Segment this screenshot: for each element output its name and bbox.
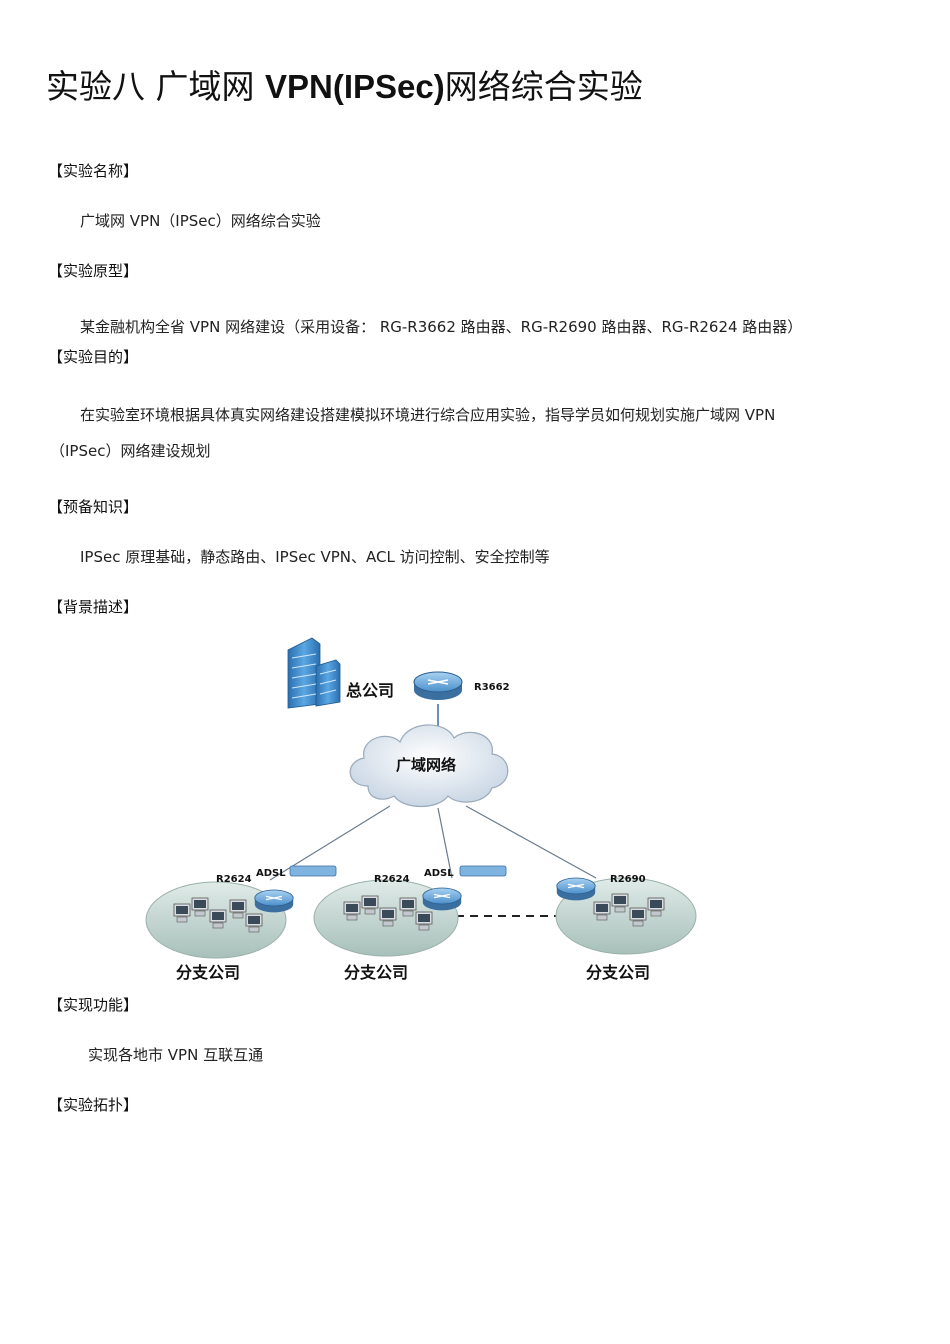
hq-label: 总公司 (346, 681, 394, 700)
heading-background: 【背景描述】 (48, 598, 139, 616)
branch2-router-label: R2624 (374, 874, 410, 885)
branch2-router-icon (422, 887, 462, 912)
experiment-purpose-line2: （IPSec）网络建设规划 (50, 442, 211, 460)
heading-experiment-purpose: 【实验目的】 (48, 348, 139, 366)
heading-implemented-function: 【实现功能】 (48, 996, 139, 1014)
heading-prerequisite-knowledge: 【预备知识】 (48, 498, 139, 516)
branch1-router-label: R2624 (216, 874, 252, 885)
cloud-branch3-link (465, 805, 597, 879)
heading-experiment-name: 【实验名称】 (48, 162, 139, 180)
title-prefix: 实验八 广域网 (46, 67, 265, 106)
title-suffix: 网络综合实验 (444, 67, 643, 106)
experiment-name-text: 广域网 VPN（IPSec）网络综合实验 (80, 212, 321, 230)
heading-experiment-topology: 【实验拓扑】 (48, 1096, 139, 1114)
branch1-label: 分支公司 (176, 963, 240, 982)
branch3-label: 分支公司 (586, 963, 650, 982)
cloud-branch2-link (437, 807, 453, 879)
branch2-label: 分支公司 (344, 963, 408, 982)
experiment-prototype-text: 某金融机构全省 VPN 网络建设（采用设备： RG-R3662 路由器、RG-R… (80, 318, 803, 336)
heading-experiment-prototype: 【实验原型】 (48, 262, 139, 280)
branch-lan-2 (313, 879, 459, 957)
branch1-adsl-modem-icon (289, 865, 337, 877)
branch2-adsl-label: ADSL (424, 868, 454, 879)
title-latin: VPN(IPSec) (264, 68, 445, 105)
branch2-adsl-modem-icon (459, 865, 507, 877)
branch-lan-1 (145, 881, 287, 959)
experiment-purpose-line1: 在实验室环境根据具体真实网络建设搭建模拟环境进行综合应用实验，指导学员如何规划实… (80, 406, 776, 424)
document-title: 实验八 广域网 VPN(IPSec)网络综合实验 (46, 64, 643, 110)
cloud-label: 广域网络 (396, 756, 456, 774)
network-topology-diagram: 总公司 R3662 广域网络 R2624 ADSL 分支公司 R2624 ADS… (140, 620, 710, 992)
implemented-function-text: 实现各地市 VPN 互联互通 (88, 1046, 264, 1064)
hq-router-label: R3662 (474, 682, 510, 693)
wan-cloud-icon (349, 724, 509, 807)
branch3-router-icon (556, 877, 596, 902)
prerequisite-knowledge-text: IPSec 原理基础，静态路由、IPSec VPN、ACL 访问控制、安全控制等 (80, 548, 550, 566)
branch1-router-icon (254, 889, 294, 914)
branch3-router-label: R2690 (610, 874, 646, 885)
building-icon (287, 637, 341, 709)
branch1-adsl-label: ADSL (256, 868, 286, 879)
hq-router-icon (413, 671, 463, 701)
